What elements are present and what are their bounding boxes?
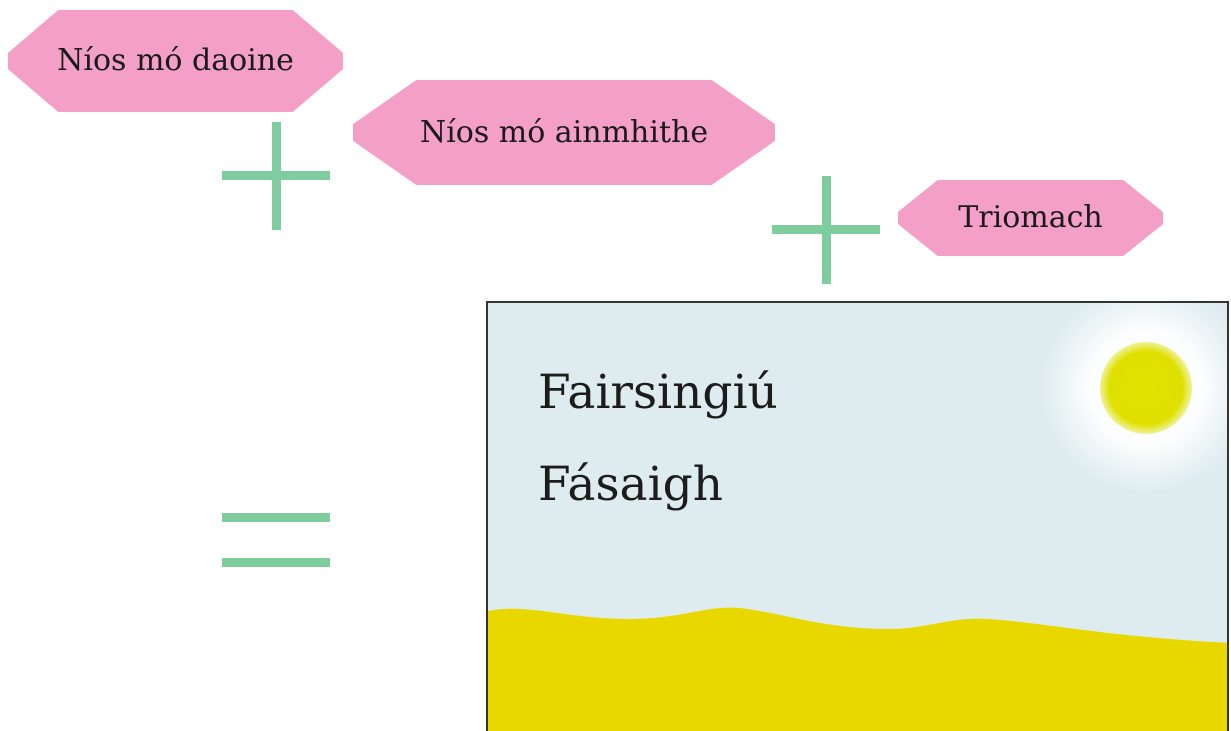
box-more-people: Níos mó daoine xyxy=(8,10,343,112)
plus-icon xyxy=(222,122,330,230)
sand-dunes xyxy=(488,607,1227,731)
box-more-animals-label: Níos mó ainmhithe xyxy=(419,114,709,150)
box-drought-label: Triomach xyxy=(958,200,1103,235)
result-line-desertification: Fairsingiú xyxy=(538,365,778,420)
box-more-people-label: Níos mó daoine xyxy=(57,43,294,78)
box-drought: Triomach xyxy=(898,180,1163,256)
sun-icon xyxy=(1100,342,1192,434)
result-line-deserts: Fásaigh xyxy=(538,457,723,512)
desertification-picture: Fairsingiú Fásaigh xyxy=(486,301,1229,731)
equals-icon xyxy=(222,513,330,567)
desert-landscape xyxy=(488,303,1227,731)
plus-icon xyxy=(772,176,880,284)
box-more-animals: Níos mó ainmhithe xyxy=(353,80,775,185)
